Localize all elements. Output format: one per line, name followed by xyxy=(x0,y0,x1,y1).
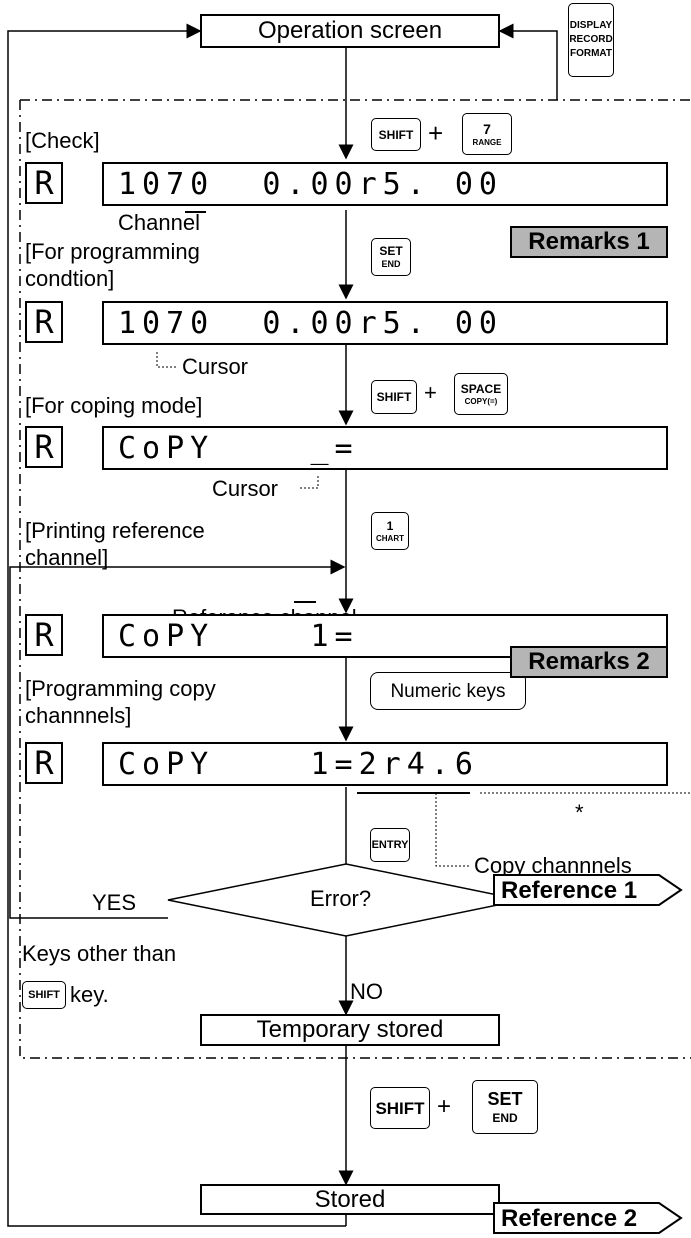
seven-range-key[interactable]: 7 RANGE xyxy=(462,113,512,155)
asterisk-annotation: * xyxy=(575,800,584,825)
end-label-2: END xyxy=(492,1111,518,1125)
for-programming-label-2: condtion] xyxy=(25,266,115,291)
remarks-1-badge: Remarks 1 xyxy=(510,226,668,258)
reference-1-badge[interactable]: Reference 1 xyxy=(493,874,683,906)
reference-2-label: Reference 2 xyxy=(501,1205,638,1232)
reference-1-arrow-shape xyxy=(493,874,683,906)
mode-indicator-1: R xyxy=(25,162,63,204)
set-label-2: SET xyxy=(487,1089,523,1109)
temporary-stored-box: Temporary stored xyxy=(200,1014,500,1046)
cursor-annotation-2: Cursor xyxy=(212,476,279,501)
decision-yes: YES xyxy=(92,890,137,915)
display-check: 1070 0.00r5. 00 xyxy=(102,162,668,206)
mode-indicator-3: R xyxy=(25,426,63,468)
for-programming-label-1: [For programming xyxy=(25,239,200,264)
display-record-format-key[interactable]: DISPLAY RECORD FORMAT xyxy=(568,3,614,77)
keys-other-suffix: key. xyxy=(70,982,109,1007)
reference-2-badge[interactable]: Reference 2 xyxy=(493,1202,683,1234)
copy-channels-annotation: Copy channnels xyxy=(474,853,632,878)
keys-other-than: Keys other than xyxy=(22,941,177,966)
check-label: [Check] xyxy=(25,128,100,153)
printing-ref-label-1: [Printing reference xyxy=(25,518,205,543)
display-programming: 1070 0.00r5. 00 xyxy=(102,301,668,345)
shift-key[interactable]: SHIFT xyxy=(371,118,421,151)
set-label: SET xyxy=(379,244,403,258)
reference-1-label: Reference 1 xyxy=(501,877,638,904)
remarks-2-badge: Remarks 2 xyxy=(510,646,668,678)
shift-key-2[interactable]: SHIFT xyxy=(371,380,417,414)
plus-sign-3: + xyxy=(437,1093,452,1120)
reference-2-arrow-shape xyxy=(493,1202,683,1234)
plus-sign: + xyxy=(428,118,444,148)
display-copy-channels: CoPY 1=2r4.6 xyxy=(102,742,668,786)
seven-label: 7 xyxy=(483,120,491,137)
set-end-key-1[interactable]: SET END xyxy=(371,238,411,276)
shift-key-3[interactable]: SHIFT xyxy=(370,1087,430,1129)
mode-indicator-5: R xyxy=(25,742,63,784)
display-copy-mode: CoPY _= xyxy=(102,426,668,470)
format-label: FORMAT xyxy=(569,48,613,59)
space-copy-key[interactable]: SPACE COPY(=) xyxy=(454,373,508,415)
space-label: SPACE xyxy=(460,381,502,396)
display-label: DISPLAY xyxy=(569,20,613,31)
record-label: RECORD xyxy=(569,34,613,45)
decision-question: Error? xyxy=(310,886,372,911)
mode-indicator-4: R xyxy=(25,614,63,656)
chart-label: CHART xyxy=(376,533,404,543)
cursor-annotation-1: Cursor xyxy=(182,354,249,379)
end-label: END xyxy=(381,259,401,269)
one-chart-key[interactable]: 1 CHART xyxy=(371,512,409,550)
set-end-key-2[interactable]: SET END xyxy=(472,1080,538,1134)
stored-box: Stored xyxy=(200,1184,500,1215)
decision-no: NO xyxy=(350,979,383,1004)
programming-copy-label-1: [Programming copy xyxy=(25,676,216,701)
mode-indicator-2: R xyxy=(25,301,63,343)
copy-label: COPY(=) xyxy=(464,396,498,406)
operation-screen-box: Operation screen xyxy=(200,14,500,48)
plus-sign-2: + xyxy=(424,380,437,405)
range-label: RANGE xyxy=(472,137,502,147)
channel-annotation: Channel xyxy=(118,210,200,235)
numeric-keys-button[interactable]: Numeric keys xyxy=(370,672,526,710)
entry-key[interactable]: ENTRY xyxy=(370,828,410,862)
one-label: 1 xyxy=(386,518,394,533)
printing-ref-label-2: channel] xyxy=(25,545,109,570)
shift-key-small[interactable]: SHIFT xyxy=(22,981,66,1009)
for-copying-label: [For coping mode] xyxy=(25,393,203,418)
programming-copy-label-2: channnels] xyxy=(25,703,132,728)
